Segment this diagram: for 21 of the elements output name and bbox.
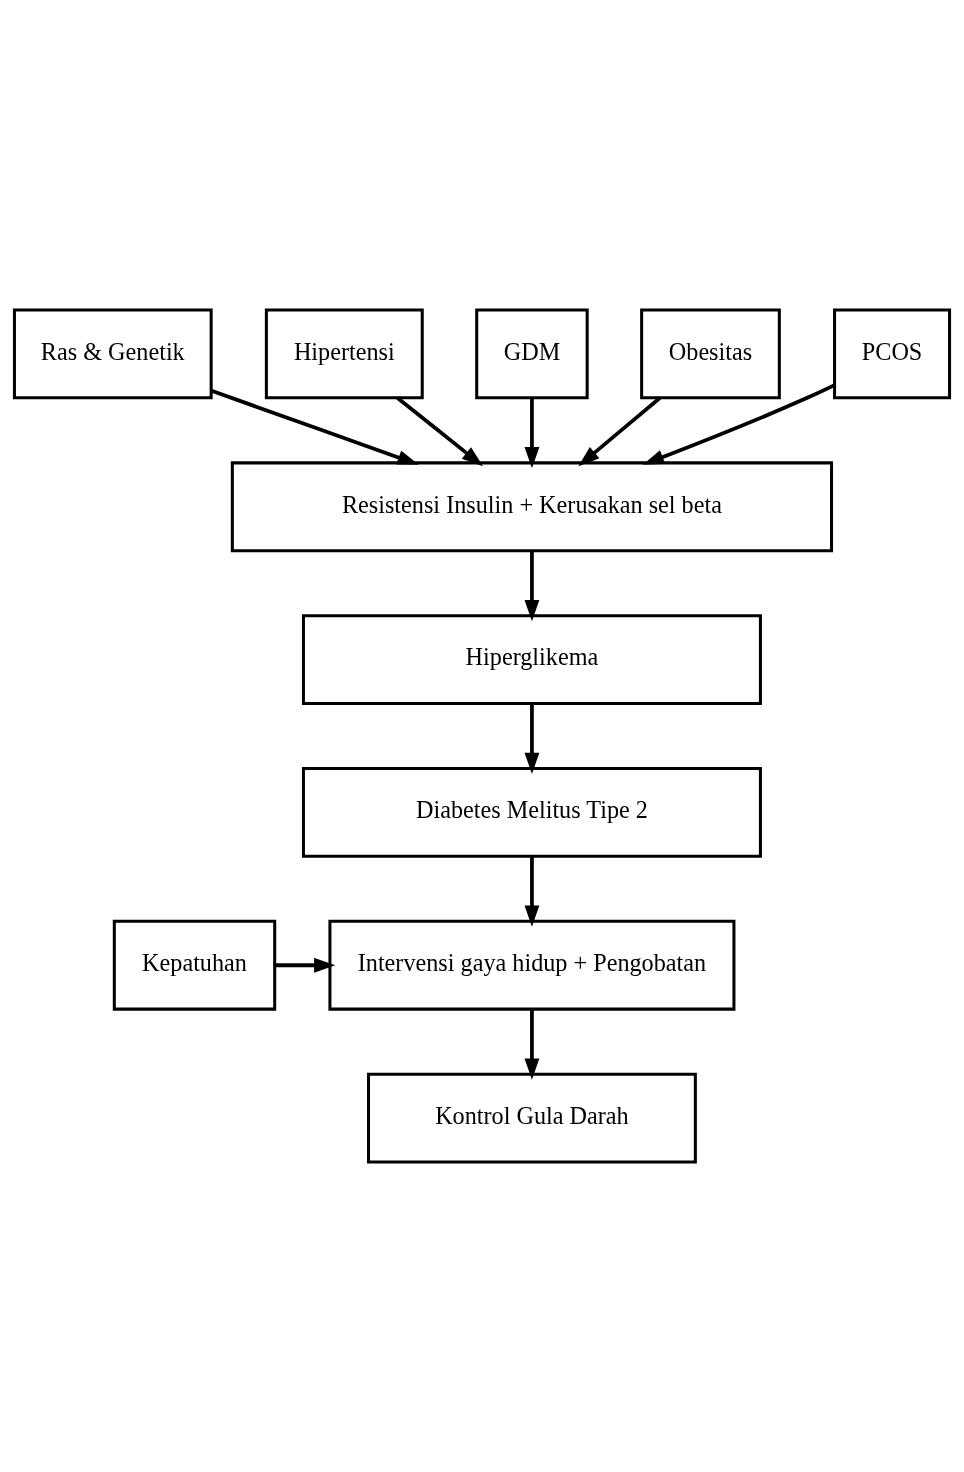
node-box: Diabetes Melitus Tipe 2 (301, 767, 762, 858)
arrow (524, 856, 540, 927)
arrow (274, 957, 336, 973)
node-box: Intervensi gaya hidup + Pengobatan (328, 919, 736, 1011)
arrow (578, 396, 661, 467)
arrow (524, 550, 540, 622)
node-box: PCOS (833, 308, 952, 400)
node-box: Obesitas (640, 308, 781, 400)
node-box: Hiperglikema (301, 614, 762, 705)
arrow (524, 397, 540, 469)
node-box: Ras & Genetik (12, 308, 213, 400)
node-box: Kepatuhan (112, 919, 277, 1011)
node-box: Hipertensi (264, 308, 424, 400)
arrow (210, 389, 419, 465)
node-box: GDM (475, 308, 589, 400)
arrow (642, 383, 836, 465)
arrow (396, 396, 483, 467)
arrow (524, 703, 540, 774)
node-box: Resistensi Insulin + Kerusakan sel beta (230, 461, 834, 553)
node-box: Kontrol Gula Darah (367, 1072, 697, 1164)
arrow (524, 1009, 540, 1080)
